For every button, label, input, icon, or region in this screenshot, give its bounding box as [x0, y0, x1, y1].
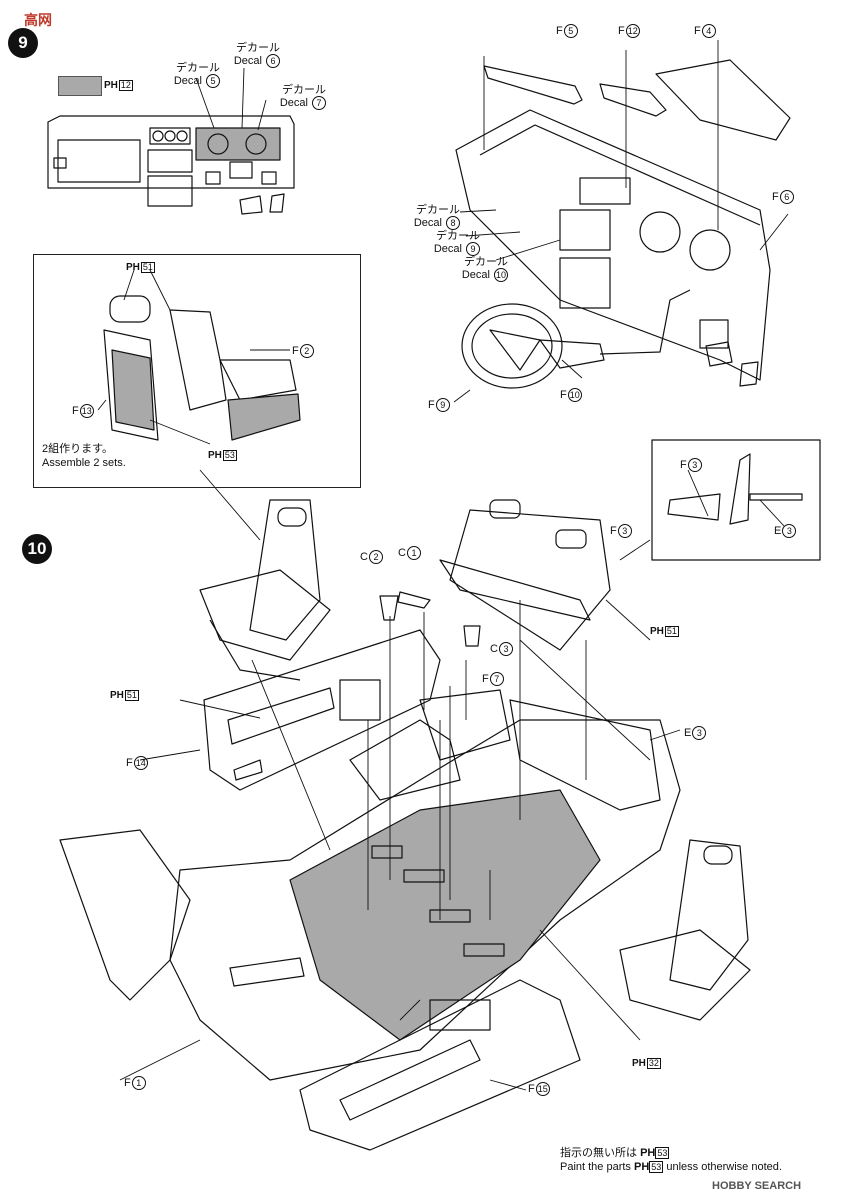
- inset-note: 2組作ります。 Assemble 2 sets.: [42, 443, 126, 469]
- dashboard-front-view: [47, 115, 295, 215]
- step-10-number: 10: [22, 534, 52, 564]
- door-panel-left: [203, 629, 441, 791]
- front-seat-lower: [619, 839, 751, 1021]
- paint-swatch: [58, 76, 102, 96]
- step-9-number: 9: [8, 28, 38, 58]
- door-panel-right: [299, 979, 581, 1151]
- rear-bench-seat: [439, 499, 611, 651]
- seat-subassembly-inset: [33, 254, 361, 488]
- dashboard-exploded-view: [455, 59, 791, 389]
- leader-lines: [97, 40, 789, 1091]
- center-console: [349, 591, 511, 801]
- rear-seat-inset: [651, 439, 821, 561]
- inset-seat-parts: [103, 295, 301, 441]
- front-seat-upper: [199, 499, 331, 681]
- floor-tub: [59, 699, 681, 1081]
- watermark-logo-bottom: HOBBY SEARCH: [712, 1180, 802, 1192]
- watermark-logo-top: 高网: [24, 12, 52, 28]
